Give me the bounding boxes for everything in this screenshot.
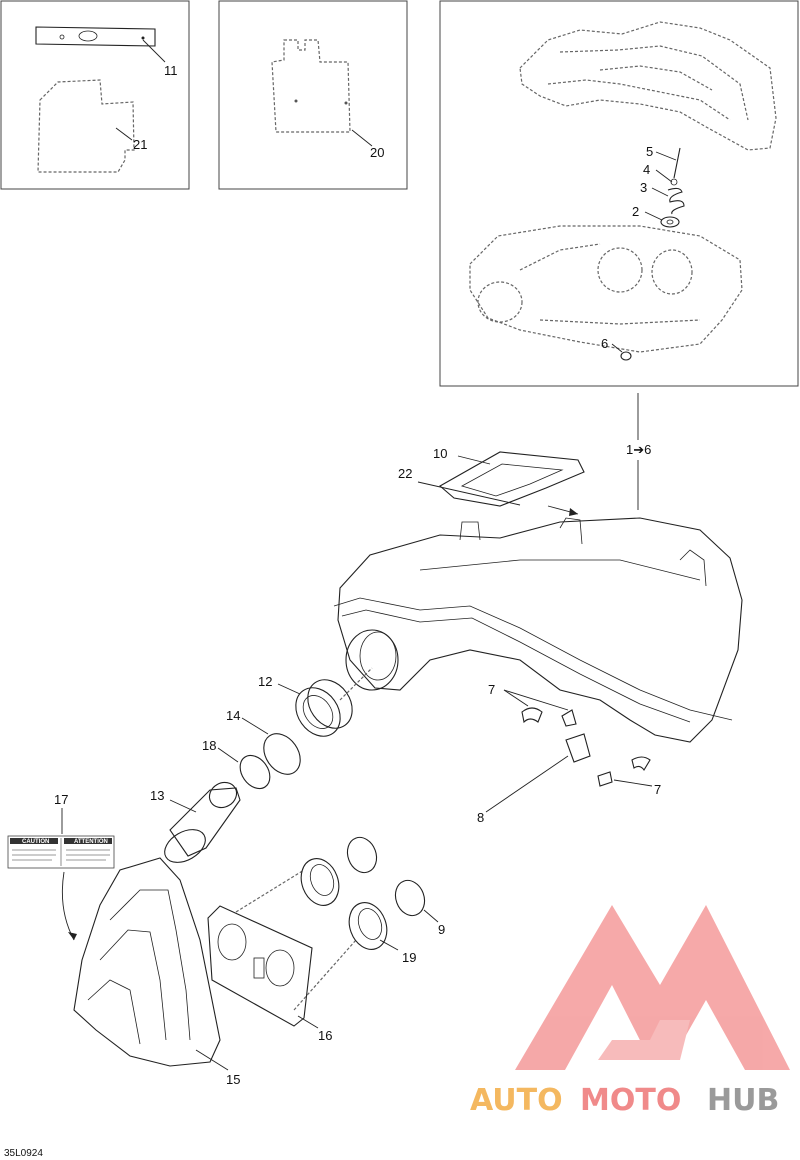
watermark-text-hub: HUB [707,1083,779,1118]
callout-1-6: 1➔6 [626,442,651,457]
callout-18: 18 [202,738,216,753]
leader-20 [351,129,373,147]
callout-21: 21 [133,137,147,152]
leader-21 [115,127,133,141]
part-main-airbox [333,517,743,743]
callout-9: 9 [438,922,445,937]
callout-16: 16 [318,1028,332,1043]
drawing-reference: 35L0924 [4,1148,43,1159]
leader-8 [485,755,569,813]
callout-8: 8 [477,810,484,825]
part-6-nut [620,351,632,361]
part-12-coupling [295,679,353,737]
leader-12 [277,683,301,695]
leader-13 [169,799,197,813]
leader-3 [651,187,669,197]
part-upper-cover [519,21,777,151]
leader-7c [613,779,653,787]
leader-14 [241,717,269,735]
part-16-frame [207,905,313,1027]
leader-18 [217,747,239,763]
callout-4: 4 [643,162,650,177]
leader-15 [195,1049,229,1071]
callout-10: 10 [433,446,447,461]
leader-4 [655,169,673,183]
leader-19 [379,939,399,951]
axis-16 [235,869,305,913]
watermark-text-moto: MOTO [580,1083,681,1118]
part-stud-stack [660,147,685,228]
callout-6: 6 [601,336,608,351]
part-13-duct [164,781,241,863]
leader-16 [297,1015,319,1029]
callout-17: 17 [54,792,68,807]
part-9-clamps [346,836,426,917]
part-7-clips [521,707,651,787]
part-19-couplings [300,858,388,950]
part-14-clamp [263,733,301,775]
label-caution: CAUTION [22,839,49,845]
part-lower-housing-inset [469,225,743,353]
callout-7-bottom: 7 [654,782,661,797]
inset-box-1-6 [439,0,799,387]
watermark-logo [515,905,790,1070]
part-11-strip [35,26,156,47]
callout-20: 20 [370,145,384,160]
callout-13: 13 [150,788,164,803]
callout-12: 12 [258,674,272,689]
leader-6 [611,343,623,353]
callout-5: 5 [646,144,653,159]
leader-11 [142,39,166,63]
leader-9 [423,909,439,923]
inset-box-11-21 [0,0,190,190]
label-attention: ATTENTION [74,839,108,845]
watermark-text: AUTO MOTO HUB [470,1083,779,1118]
callout-15: 15 [226,1072,240,1087]
leader-2 [644,211,663,221]
leader-5 [655,151,677,161]
part-10-gasket [439,451,585,507]
leader-7b [503,689,569,711]
callout-11: 11 [164,63,178,78]
part-8-grommet [565,733,591,763]
callout-22: 22 [398,466,412,481]
axis-12 [339,667,373,701]
callout-3: 3 [640,180,647,195]
part-17-label [7,835,115,869]
part-21-foam [37,79,135,173]
leader-22 [417,481,521,506]
axis-16b [293,939,357,1011]
callout-2: 2 [632,204,639,219]
watermark-text-auto: AUTO [470,1083,563,1118]
leader-7a [503,689,529,707]
callout-14: 14 [226,708,240,723]
callout-7-top: 7 [488,682,495,697]
part-15-shroud [73,857,221,1067]
arrow-17 [61,871,75,941]
leader-10 [457,455,491,465]
inset-box-20 [218,0,408,190]
part-18-ring [239,754,271,790]
part-20-foam [271,39,351,133]
callout-19: 19 [402,950,416,965]
